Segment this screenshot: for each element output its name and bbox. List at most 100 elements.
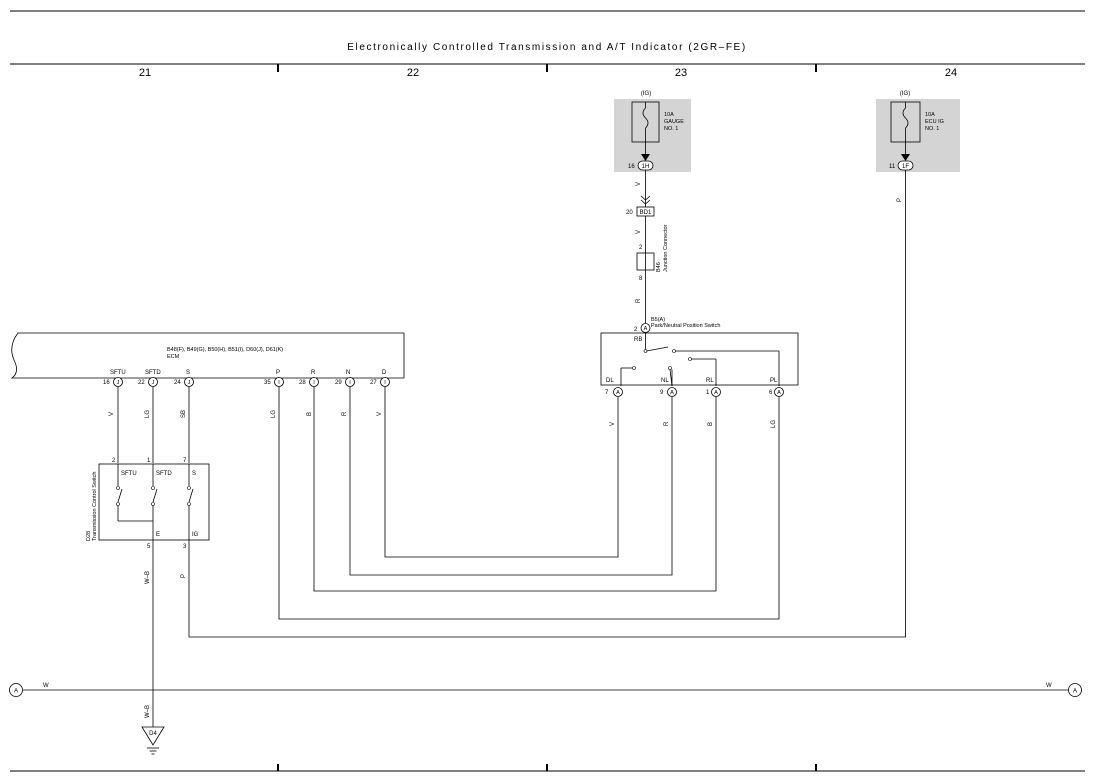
connector-id: 1H [642, 164, 650, 170]
column-number: 23 [675, 67, 687, 79]
connector-id: I [384, 380, 386, 386]
junction-id: B46 [656, 262, 662, 272]
column-number: 21 [139, 67, 151, 79]
fuse-amp: 10A [925, 112, 935, 118]
pin-number: 8 [639, 276, 643, 282]
junction-block-shading [876, 99, 960, 172]
ecm-name: ECM [167, 354, 180, 360]
wire-color-label: W–B [145, 571, 151, 584]
switch-contact [152, 488, 158, 503]
fuse-name: ECU IG [925, 119, 944, 125]
connector-id: A [670, 390, 674, 396]
pnp-output-label: RL [706, 378, 714, 384]
junction-name: Junction Connector [663, 224, 669, 272]
column-number: 22 [407, 67, 419, 79]
fuse-ecu-ig: (IG) 10A ECU IG NO. 1 1F 11 [876, 91, 960, 172]
tcs-label: SFTU [121, 471, 137, 477]
wire-color-label: R [636, 298, 642, 303]
pnp-output-label: DL [606, 378, 614, 384]
pin-number: 7 [605, 390, 609, 396]
wire-lg [278, 387, 780, 620]
tcs-label: S [192, 471, 196, 477]
wire-color-label: B [708, 422, 714, 426]
pin-number: 2 [112, 458, 116, 464]
pin-number: 1 [147, 458, 151, 464]
fuse-supply-label: (IG) [900, 91, 910, 97]
pnp-wiper [646, 346, 669, 352]
tcs-e-label: E [156, 532, 160, 538]
ecm: B48(F), B49(G), B50(H), B51(I), D60(J), … [10, 332, 405, 387]
pnp-output-label: NL [661, 378, 669, 384]
pin-number: 28 [299, 380, 306, 386]
connector-id: A [777, 390, 781, 396]
pin-number: 27 [370, 380, 377, 386]
connector-id: I [313, 380, 315, 386]
ground-label: D4 [149, 731, 157, 737]
pin-number: 35 [264, 380, 271, 386]
wire-color-label: P [897, 198, 903, 202]
pin-number: 7 [183, 458, 187, 464]
wire-color-label: V [636, 182, 642, 186]
ecm-box [10, 332, 405, 379]
wire-color-label: W [1046, 683, 1052, 689]
wire-color-label: R [664, 421, 670, 426]
wire-color-label: V [610, 422, 616, 426]
ecm-pin-label: SFTD [145, 370, 161, 376]
pin-number: 2 [634, 327, 638, 333]
connector-id: I [278, 380, 280, 386]
pin-number: 1 [706, 390, 710, 396]
fuse-name: GAUGE [664, 119, 684, 125]
connector-id: A [644, 326, 648, 332]
ecm-pin-label: P [276, 370, 280, 376]
fuse-icon [642, 107, 649, 129]
fuse-amp: 10A [664, 112, 674, 118]
pnp-switch-id: B5(A) [651, 317, 665, 323]
connector-arrow-icon [641, 154, 650, 161]
pnp-switch-name: Park/Neutral Position Switch [651, 323, 720, 329]
connector-a-right [1068, 683, 1082, 697]
connector-id: J [152, 380, 155, 386]
wire-color-label: W–B [145, 705, 151, 718]
wire-color-label: B [307, 412, 313, 416]
wire-color-label: LG [771, 420, 777, 428]
junction-block-shading [614, 99, 691, 172]
pin-number: 2 [639, 245, 643, 251]
pin-number: 16 [628, 164, 635, 170]
connector-arrow-icon [901, 154, 910, 161]
pin-number: 3 [183, 544, 187, 550]
park-neutral-position-switch: B5(A) Park/Neutral Position Switch 2 A R… [600, 317, 799, 397]
pnp-output-label: PL [770, 378, 778, 384]
wire-color-label: V [636, 230, 642, 234]
wire-color-label: SB [181, 410, 187, 418]
transmission-control-switch: 2 1 7 SFTU SFTD S E IG 5 3 D28 Transmiss… [86, 458, 210, 550]
wire-r [349, 387, 673, 576]
pnp-rb-label: RB [634, 337, 642, 343]
wire-b [313, 387, 717, 592]
pin-number: 6 [769, 390, 773, 396]
pnp-switch-box [600, 332, 799, 386]
connector-id: I [349, 380, 351, 386]
connector-id: J [117, 380, 120, 386]
ground-d4: D4 [141, 726, 165, 755]
wire-p [188, 170, 906, 638]
pin-number: 11 [889, 164, 896, 170]
bd1-label: BD1 [640, 210, 652, 216]
wire-color-label: P [181, 574, 187, 578]
connector-a-label: A [1073, 689, 1077, 695]
fuse-gauge: (IG) 10A GAUGE NO. 1 1H 16 [614, 91, 691, 172]
switch-contact [117, 488, 123, 503]
column-number: 24 [945, 67, 957, 79]
wire-color-label: V [377, 412, 383, 416]
tcs-label: SFTD [156, 471, 172, 477]
fuse-supply-label: (IG) [641, 91, 651, 97]
ecm-pin-label: S [186, 370, 190, 376]
inline-connector-icon [640, 195, 651, 205]
pin-number: 9 [660, 390, 664, 396]
pin-number: 20 [626, 210, 633, 216]
wire-color-label: W [43, 683, 49, 689]
wire-color-label: LG [271, 410, 277, 418]
connector-a-label: A [14, 689, 18, 695]
ground-icon [141, 726, 165, 746]
tcs-id: D28 [86, 531, 92, 541]
